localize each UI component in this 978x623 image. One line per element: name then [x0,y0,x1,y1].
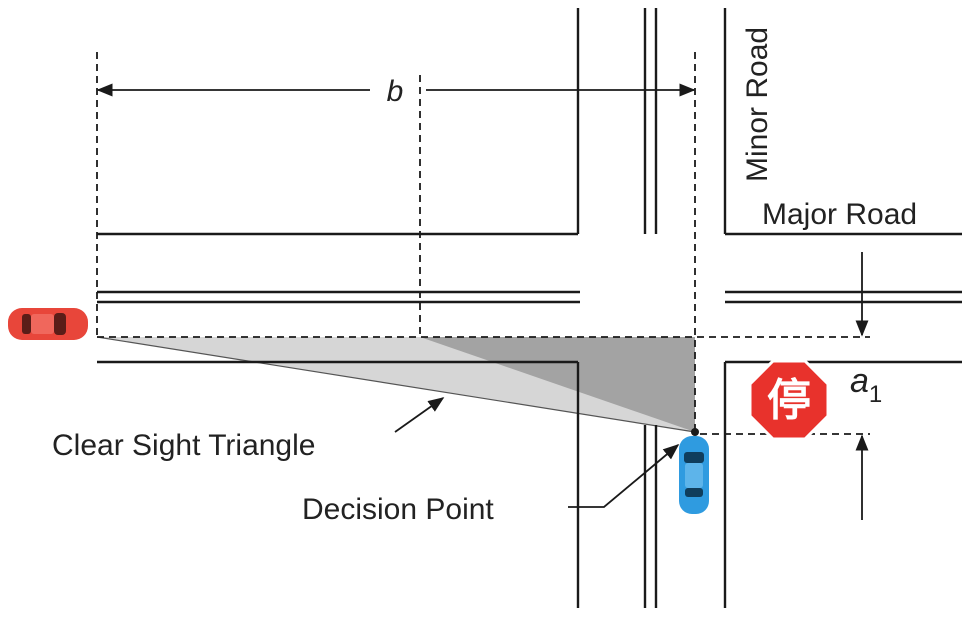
minor-road-label: Minor Road [741,27,774,182]
stop-sign-octagon [748,359,830,441]
clear-sight-triangle-leader [394,397,445,433]
stop-sign-glyph: 停 [767,376,811,425]
minor-road-car-icon [679,436,709,514]
clear-sight-triangle-label: Clear Sight Triangle [52,429,315,462]
clear-sight-triangle-dark [420,337,695,432]
major-road-car-icon [8,308,88,340]
minor-car-rear-window [685,488,703,497]
dimension-a1-label: a1 [850,362,882,408]
decision-point-leader [568,443,680,508]
major-car-windshield [54,313,66,335]
decision-point-label: Decision Point [302,493,494,526]
minor-car-roof [685,463,703,488]
road-edges [97,8,962,608]
dimension-b: b [96,75,696,108]
sight-line [96,336,696,433]
dimension-a1: a1 [850,252,882,520]
decision-point-callout: Decision Point [302,443,680,526]
major-car-roof [31,314,54,334]
stop-sign: 停 [748,359,830,441]
major-road-label: Major Road [762,198,917,231]
clear-sight-triangle-callout: Clear Sight Triangle [52,397,445,462]
major-car-rear-window [22,314,31,334]
minor-car-windshield [684,452,704,463]
decision-point-marker [691,428,699,436]
dimension-b-label: b [387,75,404,108]
